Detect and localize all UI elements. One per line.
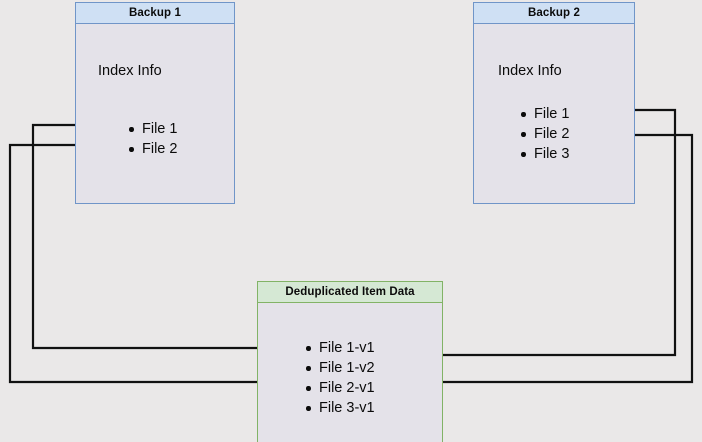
list-item: File 1-v2	[304, 358, 375, 378]
list-item: File 2	[127, 139, 177, 159]
backup2-file-list: File 1 File 2 File 3	[519, 104, 569, 164]
dedup-box: Deduplicated Item Data File 1-v1 File 1-…	[257, 281, 443, 442]
dedup-item-list: File 1-v1 File 1-v2 File 2-v1 File 3-v1	[304, 338, 375, 418]
list-item: File 2-v1	[304, 378, 375, 398]
list-item: File 3	[519, 144, 569, 164]
list-item: File 1-v1	[304, 338, 375, 358]
list-item: File 2	[519, 124, 569, 144]
backup2-body: Index Info File 1 File 2 File 3	[474, 24, 634, 203]
list-item: File 1	[127, 119, 177, 139]
backup1-box: Backup 1 Index Info File 1 File 2	[75, 2, 235, 204]
backup2-box: Backup 2 Index Info File 1 File 2 File 3	[473, 2, 635, 204]
backup2-index-label: Index Info	[498, 63, 562, 79]
backup1-file-list: File 1 File 2	[127, 119, 177, 159]
dedup-title: Deduplicated Item Data	[258, 282, 442, 303]
list-item: File 3-v1	[304, 398, 375, 418]
backup1-title: Backup 1	[76, 3, 234, 24]
backup1-index-label: Index Info	[98, 63, 162, 79]
list-item: File 1	[519, 104, 569, 124]
backup2-title: Backup 2	[474, 3, 634, 24]
dedup-body: File 1-v1 File 1-v2 File 2-v1 File 3-v1	[258, 303, 442, 442]
backup1-body: Index Info File 1 File 2	[76, 24, 234, 203]
